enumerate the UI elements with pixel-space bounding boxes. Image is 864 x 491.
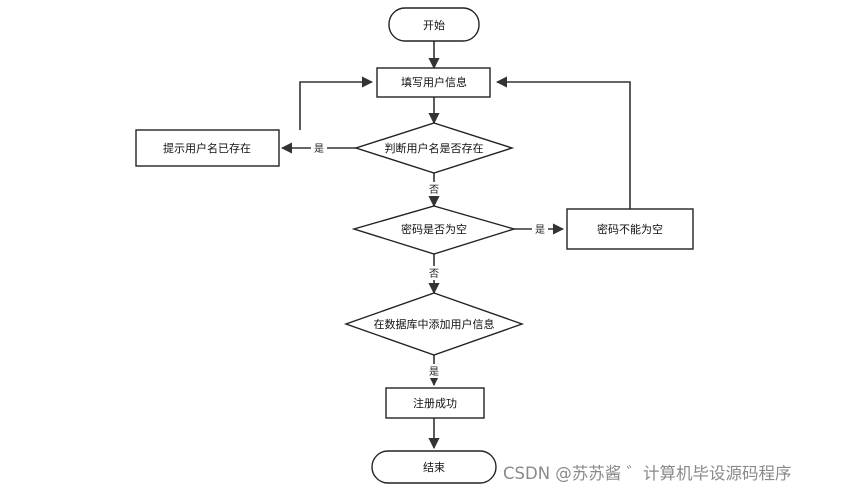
edge-username-exists-back: [299, 76, 374, 130]
node-success: 注册成功: [385, 387, 485, 419]
node-username-exists-label: 提示用户名已存在: [163, 141, 251, 155]
edge-label-db-yes: 是: [429, 366, 439, 378]
node-fill-info-label: 填写用户信息: [401, 75, 467, 89]
edge-label-password-yes: 是: [535, 224, 545, 236]
node-password-empty: 密码不能为空: [566, 208, 694, 250]
node-username-exists: 提示用户名已存在: [135, 129, 280, 167]
node-password-empty-label: 密码不能为空: [597, 222, 663, 236]
edge-password-empty-back: [495, 76, 631, 209]
node-end: 结束: [371, 450, 497, 484]
csdn-watermark: CSDN @苏苏酱 ゛计算机毕设源码程序: [503, 464, 792, 483]
node-check-username: 判断用户名是否存在: [353, 122, 515, 174]
node-start-label: 开始: [423, 18, 445, 32]
node-check-password-label: 密码是否为空: [401, 222, 467, 236]
node-success-label: 注册成功: [413, 396, 457, 410]
edge-label-username-yes: 是: [314, 143, 324, 155]
edge-label-username-no: 否: [429, 184, 439, 196]
node-fill-info: 填写用户信息: [376, 67, 491, 98]
node-check-password: 密码是否为空: [351, 205, 517, 255]
node-end-label: 结束: [423, 461, 445, 474]
node-start: 开始: [388, 7, 480, 42]
node-check-username-label: 判断用户名是否存在: [385, 141, 484, 155]
edge-labels: 是 否 是 否 是: [311, 141, 548, 378]
node-add-to-db: 在数据库中添加用户信息: [343, 292, 525, 356]
edge-label-password-no: 否: [429, 268, 439, 280]
node-add-to-db-label: 在数据库中添加用户信息: [374, 317, 495, 331]
